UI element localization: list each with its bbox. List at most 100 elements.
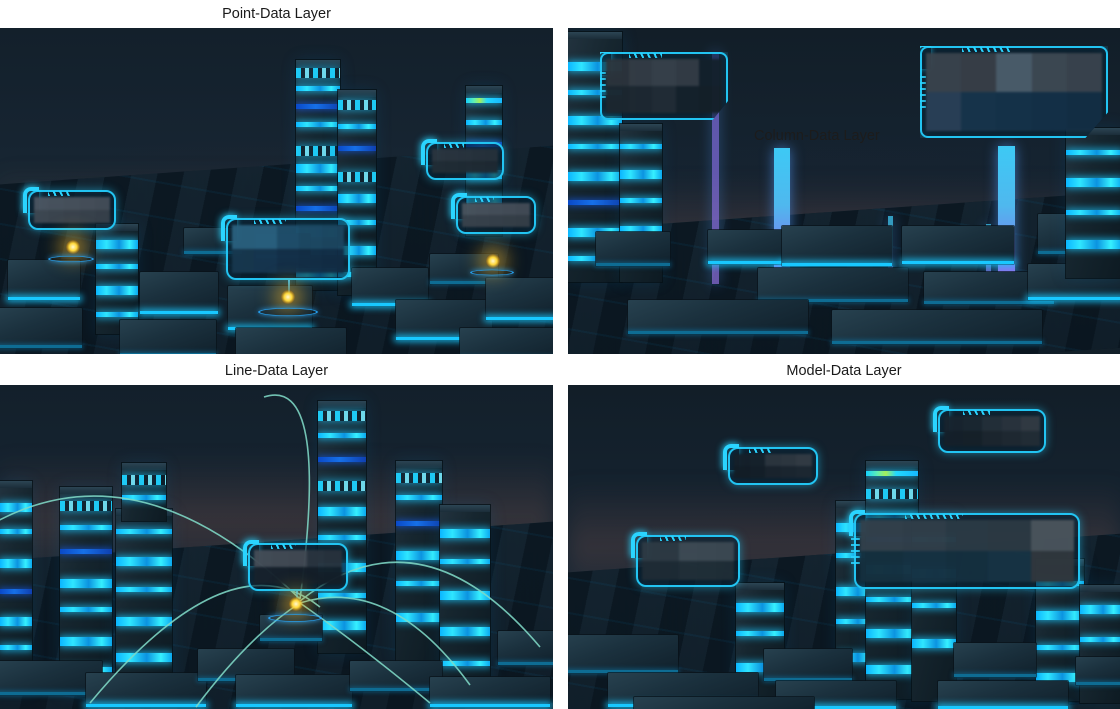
data-column[interactable]: [998, 146, 1015, 288]
city-block: [938, 681, 1068, 709]
city-block: [758, 268, 908, 302]
scene-model-data-layer: [568, 385, 1120, 709]
point-marker-ring: [48, 255, 94, 263]
panel-elbow-icon: [920, 46, 931, 69]
info-panel[interactable]: [849, 510, 1080, 589]
city-block: [634, 697, 814, 709]
tower: [1080, 585, 1120, 703]
city-block: [352, 268, 428, 306]
tower: [568, 32, 622, 282]
panel-elbow-icon: [933, 406, 949, 432]
city-block: [902, 226, 1014, 264]
panel-hatch-marks: [660, 536, 686, 541]
caption-model-data-layer: Model-Data Layer: [786, 363, 902, 379]
tower: [122, 463, 166, 521]
panel-hatch-marks: [629, 53, 662, 58]
panel-elbow-icon: [243, 540, 259, 566]
tower: [116, 509, 172, 699]
city-block: [568, 635, 678, 673]
point-marker[interactable]: [66, 240, 80, 254]
tower-cap: [296, 60, 340, 67]
panel-hatch-marks: [271, 544, 297, 549]
city-block: [782, 226, 892, 266]
panel-line-data-layer: Line-Data Layer: [0, 358, 553, 709]
city-block: [1076, 657, 1120, 685]
info-panel[interactable]: [23, 187, 116, 230]
panel-rib-marks: [600, 71, 606, 98]
panel-hatch-marks: [748, 448, 772, 453]
city-block: [596, 232, 670, 266]
point-marker[interactable]: [289, 597, 303, 611]
info-panel[interactable]: [421, 139, 504, 180]
panel-model-data-layer: Model-Data Layer: [568, 358, 1120, 709]
panel-hatch-marks: [474, 197, 495, 202]
panel-blurred-content: [254, 550, 342, 584]
panel-elbow-icon: [451, 193, 467, 219]
panel-hatch-marks: [904, 514, 963, 519]
info-panel[interactable]: [221, 215, 350, 280]
scene-column-data-layer: Column-Data Layer: [568, 28, 1120, 354]
scene-line-data-layer: [0, 385, 553, 709]
tower: [318, 401, 366, 653]
panel-elbow-icon: [421, 139, 437, 165]
panel-blurred-content: [34, 197, 110, 223]
info-panel[interactable]: [723, 444, 818, 485]
panel-elbow-icon: [23, 187, 39, 213]
info-panel[interactable]: [933, 406, 1046, 453]
city-block: [430, 677, 550, 707]
panel-elbow-icon: [600, 52, 611, 75]
panel-hatch-marks: [48, 191, 71, 196]
info-panel[interactable]: [451, 193, 536, 234]
point-marker[interactable]: [486, 254, 500, 268]
city-block: [140, 272, 218, 314]
point-marker-ring: [258, 307, 318, 317]
city-block: [8, 260, 80, 300]
panel-blurred-content: [432, 149, 498, 173]
panel-blurred-content: [462, 203, 530, 227]
tower: [396, 461, 442, 661]
panel-leader-stem: [296, 591, 298, 601]
panel-blurred-content: [232, 225, 344, 273]
panel-elbow-icon: [221, 215, 237, 241]
city-block: [0, 308, 82, 348]
info-panel[interactable]: [631, 532, 740, 587]
caption-point-data-layer: Point-Data Layer: [222, 6, 331, 22]
city-block: [236, 675, 352, 707]
city-block: [498, 631, 553, 665]
point-marker[interactable]: [281, 290, 295, 304]
tower-pixel-band: [296, 68, 340, 78]
city-block: [350, 661, 442, 691]
panel-blurred-content: [944, 416, 1040, 446]
panel-hatch-marks: [444, 143, 464, 148]
caption-spacer-column: [568, 0, 1120, 28]
data-column[interactable]: [712, 52, 719, 284]
info-panel[interactable]: [920, 46, 1108, 138]
panel-blurred-content: [734, 454, 812, 478]
caption-line-data-layer: Line-Data Layer: [224, 363, 329, 379]
city-block: [832, 310, 1042, 344]
info-panel[interactable]: [243, 540, 348, 591]
panel-blurred-content: [606, 59, 722, 113]
tower: [96, 224, 138, 334]
tower: [440, 505, 490, 691]
tower-pixel-band: [296, 146, 340, 156]
city-block: [0, 661, 102, 695]
tower: [0, 481, 32, 691]
panel-point-data-layer: Point-Data Layer: [0, 0, 553, 354]
panel-blurred-content: [860, 520, 1074, 582]
panel-hatch-marks: [962, 410, 990, 415]
panel-elbow-icon: [849, 510, 865, 536]
scene-point-data-layer: [0, 28, 553, 354]
panel-elbow-icon: [631, 532, 647, 558]
panel-elbow-icon: [723, 444, 739, 470]
caption-column-data-layer: Column-Data Layer: [754, 128, 880, 144]
tower: [1066, 128, 1120, 278]
point-marker-ring: [470, 269, 514, 276]
panel-hatch-marks: [962, 47, 1011, 52]
panel-column-data-layer: Column-Data Layer: [568, 0, 1120, 354]
city-block: [86, 673, 206, 707]
panel-rib-marks: [851, 535, 860, 564]
info-panel[interactable]: [600, 52, 728, 120]
city-block: [764, 649, 852, 681]
